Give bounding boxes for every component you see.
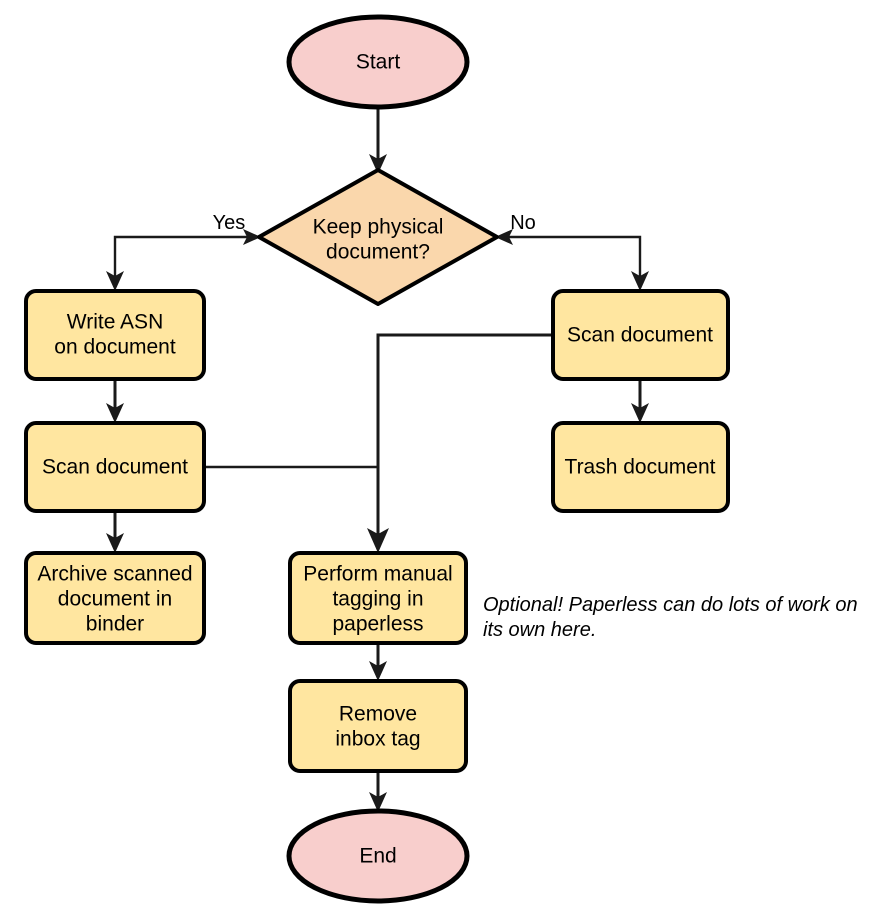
node-trash-document[interactable]: Trash document bbox=[551, 421, 730, 513]
node-archive-label-line2: document in bbox=[58, 588, 172, 611]
node-manual-tagging-label-line2: tagging in bbox=[332, 588, 423, 611]
node-write-asn-on-document[interactable]: Write ASN on document bbox=[24, 289, 206, 381]
node-scan-document-right[interactable]: Scan document bbox=[551, 289, 730, 381]
edge-writeasn-to-scanleft bbox=[106, 379, 124, 423]
node-remove-inbox-label-line1: Remove bbox=[339, 703, 417, 726]
node-manual-tagging-label-line1: Perform manual bbox=[303, 563, 452, 586]
annotation-optional-note-line2: its own here. bbox=[483, 619, 596, 641]
annotation-optional-note-line1: Optional! Paperless can do lots of work … bbox=[483, 594, 858, 616]
node-scan-document-right-label: Scan document bbox=[567, 324, 713, 347]
node-decision-label-line2: document? bbox=[326, 241, 430, 264]
edge-label-no: No bbox=[510, 212, 536, 234]
node-decision-keep-physical-document[interactable]: Keep physical document? bbox=[257, 168, 499, 306]
edge-manualtagging-to-removeinbox bbox=[369, 643, 387, 681]
annotation-optional-note: Optional! Paperless can do lots of work … bbox=[483, 594, 858, 641]
edge-label-yes: Yes bbox=[213, 212, 246, 234]
edge-scanright-to-trash bbox=[631, 379, 649, 423]
node-start[interactable]: Start bbox=[286, 14, 470, 110]
node-archive-scanned-document[interactable]: Archive scanned document in binder bbox=[24, 551, 206, 645]
node-trash-document-label: Trash document bbox=[565, 456, 716, 479]
node-decision-label-line1: Keep physical bbox=[313, 216, 444, 239]
edge-removeinbox-to-end bbox=[369, 771, 387, 812]
edge-start-to-decision bbox=[369, 107, 387, 174]
node-archive-label-line3: binder bbox=[86, 613, 144, 636]
node-write-asn-label-line2: on document bbox=[54, 336, 176, 359]
node-end-label: End bbox=[359, 845, 396, 868]
node-remove-inbox-label-line2: inbox tag bbox=[335, 728, 420, 751]
node-archive-label-line1: Archive scanned bbox=[37, 563, 192, 586]
node-write-asn-label-line1: Write ASN bbox=[67, 311, 163, 334]
node-start-label: Start bbox=[356, 51, 401, 74]
node-manual-tagging-label-line3: paperless bbox=[332, 613, 423, 636]
edge-scanright-to-manualtagging bbox=[367, 333, 553, 553]
edge-decision-yes bbox=[106, 229, 261, 291]
edge-decision-no bbox=[495, 229, 649, 291]
node-remove-inbox-tag[interactable]: Remove inbox tag bbox=[288, 679, 468, 773]
node-end[interactable]: End bbox=[286, 808, 470, 904]
node-scan-document-left-label: Scan document bbox=[42, 456, 188, 479]
node-perform-manual-tagging[interactable]: Perform manual tagging in paperless bbox=[288, 551, 468, 645]
node-scan-document-left[interactable]: Scan document bbox=[24, 421, 206, 513]
edge-scanleft-to-archive bbox=[106, 511, 124, 553]
